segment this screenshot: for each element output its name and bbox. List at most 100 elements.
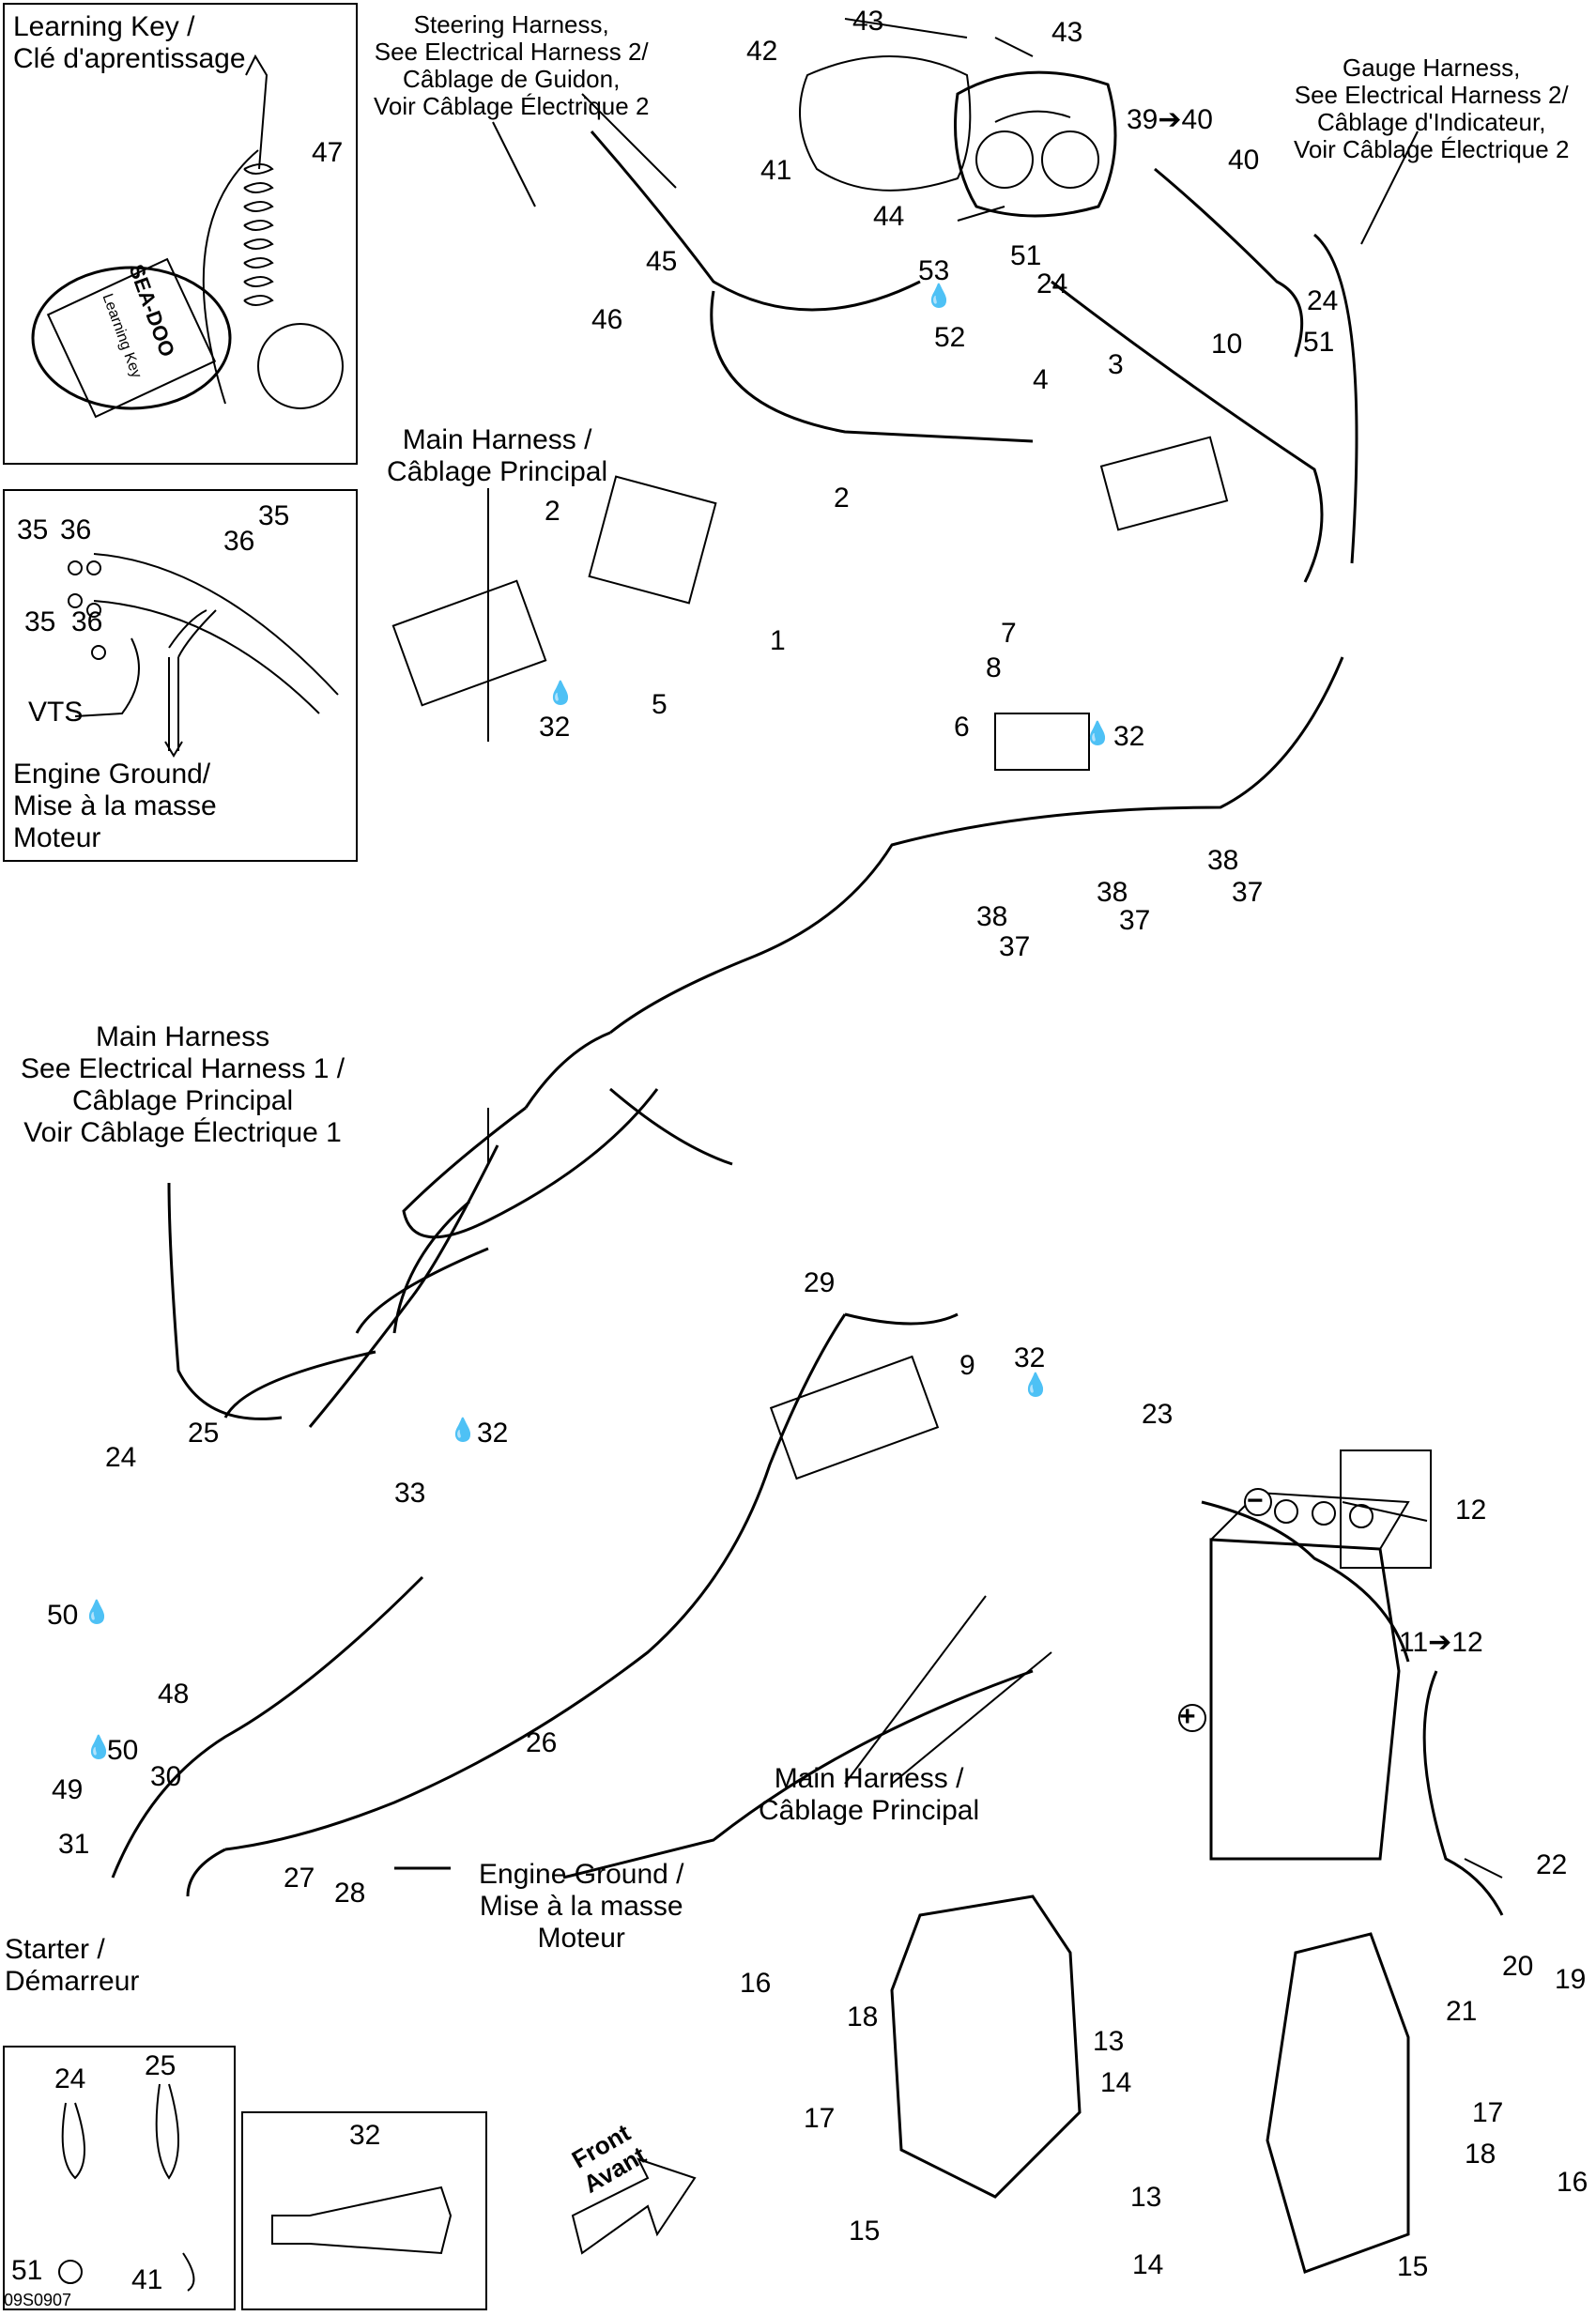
callout-43: 43 <box>852 6 884 37</box>
drop-icon: 💧 <box>83 1600 111 1625</box>
callout-50: 50 <box>47 1600 79 1631</box>
callout-13: 13 <box>1093 2026 1125 2057</box>
callout-21: 21 <box>1446 1996 1478 2027</box>
drop-icon: 💧 <box>84 1735 113 1760</box>
callout-1: 1 <box>770 625 786 656</box>
hardware-12-box <box>1340 1449 1432 1569</box>
engine-ground-detail-box <box>3 489 358 862</box>
callout-3: 3 <box>1108 349 1124 380</box>
callout-5: 5 <box>652 689 668 720</box>
detail-label-32: 32 <box>349 2120 381 2151</box>
callout-52: 52 <box>934 322 966 353</box>
learning-key-box <box>3 3 358 465</box>
detail-label-24: 24 <box>54 2063 86 2094</box>
callout-37: 37 <box>1119 905 1151 936</box>
battery-tray-drawings <box>890 1894 1410 2274</box>
callout-6: 6 <box>954 712 970 743</box>
callout-35: 35 <box>17 514 49 545</box>
caption-gauge-harness: Gauge Harness,See Electrical Harness 2/C… <box>1294 54 1570 163</box>
figure-code: 09S0907 <box>4 2291 72 2309</box>
callout-17: 17 <box>1472 2097 1504 2128</box>
fuse-box-drawings <box>391 436 1229 1480</box>
callout-32: 32 <box>539 712 571 743</box>
drop-icon: 💧 <box>925 284 953 309</box>
callout-16: 16 <box>740 1968 772 1999</box>
callout-15: 15 <box>849 2216 881 2247</box>
caption-vts: VTS <box>28 697 84 728</box>
callout-47: 47 <box>312 137 344 168</box>
callout-48: 48 <box>158 1679 190 1710</box>
detail-label-51: 51 <box>11 2255 43 2286</box>
engine-ground-drawing <box>68 553 339 758</box>
callout-38: 38 <box>1207 845 1239 876</box>
callout-24: 24 <box>1036 268 1068 299</box>
callout-38: 38 <box>976 901 1008 932</box>
callout-36: 36 <box>60 514 92 545</box>
harness-wires <box>111 130 1504 1916</box>
callout-32: 32 <box>477 1418 509 1449</box>
callout-30: 30 <box>150 1761 182 1792</box>
caption-main-harness-bottom: Main Harness /Câblage Principal <box>759 1763 980 1826</box>
leader-lines <box>487 18 1503 1879</box>
callout-18: 18 <box>1465 2139 1496 2170</box>
callout-24: 24 <box>105 1442 137 1473</box>
callout-46: 46 <box>591 304 623 335</box>
ties-detail-box <box>3 2046 236 2310</box>
minus-icon: − <box>1247 1485 1264 1516</box>
callout-35: 35 <box>258 500 290 531</box>
callout-39: 39➔40 <box>1127 104 1213 135</box>
callout-8: 8 <box>986 652 1002 683</box>
callout-38: 38 <box>1097 877 1128 908</box>
callout-45: 45 <box>646 246 678 277</box>
callout-36: 36 <box>223 526 255 557</box>
callout-7: 7 <box>1001 618 1017 649</box>
tie-drawings <box>58 2083 195 2292</box>
drop-icon: 💧 <box>449 1418 477 1443</box>
callout-44: 44 <box>873 201 905 232</box>
drop-icon: 💧 <box>1021 1373 1050 1398</box>
detail-label-41: 41 <box>131 2264 163 2295</box>
callout-24: 24 <box>1307 285 1339 316</box>
callout-14: 14 <box>1100 2067 1132 2098</box>
callout-31: 31 <box>58 1829 90 1860</box>
callout-37: 37 <box>999 931 1031 962</box>
callout-28: 28 <box>334 1878 366 1909</box>
caption-starter: Starter /Démarreur <box>5 1934 140 1997</box>
callout-10: 10 <box>1211 329 1243 360</box>
callout-12: 12 <box>1455 1495 1487 1526</box>
drop-icon: 💧 <box>546 681 575 706</box>
learning-key-drawing <box>31 54 344 419</box>
detail-label-25: 25 <box>145 2050 176 2081</box>
callout-37: 37 <box>1232 877 1264 908</box>
callout-36: 36 <box>71 606 103 637</box>
callout-53: 53 <box>918 255 950 286</box>
tube-detail-box <box>241 2111 487 2310</box>
callout-25: 25 <box>188 1418 220 1449</box>
callout-19: 19 <box>1555 1964 1587 1995</box>
callout-35: 35 <box>24 606 56 637</box>
callout-15: 15 <box>1397 2251 1429 2282</box>
caption-learning-key: Learning Key /Clé d'aprentissage <box>13 11 246 74</box>
drop-icon: 💧 <box>1083 721 1112 746</box>
callout-43: 43 <box>1051 17 1083 48</box>
gauge-cluster-drawing <box>799 55 1117 218</box>
caption-main-harness-top: Main Harness /Câblage Principal <box>387 424 608 487</box>
callout-17: 17 <box>804 2103 836 2134</box>
callout-2: 2 <box>834 483 850 514</box>
callout-4: 4 <box>1033 364 1049 395</box>
callout-50: 50 <box>107 1735 139 1766</box>
callout-42: 42 <box>746 36 778 67</box>
callout-26: 26 <box>526 1727 558 1758</box>
callout-22: 22 <box>1536 1849 1568 1880</box>
callout-51: 51 <box>1303 327 1335 358</box>
callout-27: 27 <box>284 1863 315 1894</box>
callout-49: 49 <box>52 1774 84 1805</box>
front-arrow <box>571 2157 697 2255</box>
callout-20: 20 <box>1502 1951 1534 1982</box>
callout-13: 13 <box>1130 2182 1162 2213</box>
callout-41: 41 <box>760 155 792 186</box>
callout-32: 32 <box>1014 1342 1046 1373</box>
callout-23: 23 <box>1142 1399 1174 1430</box>
